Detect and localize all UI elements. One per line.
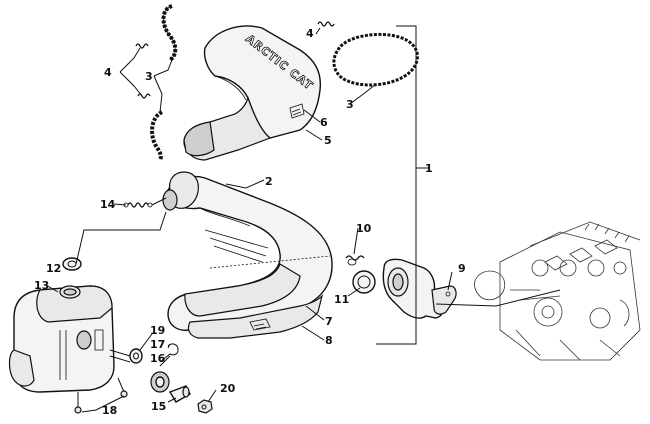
spring-inlet bbox=[123, 197, 167, 208]
callout-labels: 1 2 3 3 3 4 4 5 6 7 8 9 10 11 12 13 14 1… bbox=[34, 27, 466, 417]
band-clamp-right bbox=[332, 32, 419, 87]
spring-top-right bbox=[317, 21, 335, 27]
callout-14: 14 bbox=[100, 198, 116, 211]
cotter-pin bbox=[159, 343, 179, 363]
callout-20: 20 bbox=[220, 382, 236, 395]
chain-lower-left bbox=[150, 110, 164, 161]
washer bbox=[129, 348, 143, 364]
assembly-bracket bbox=[376, 25, 430, 345]
leader-lines bbox=[45, 27, 561, 413]
callout-18: 18 bbox=[102, 404, 117, 417]
callout-11: 11 bbox=[334, 293, 349, 306]
callout-12: 12 bbox=[46, 262, 61, 275]
grommet bbox=[62, 257, 82, 271]
chain-upper-left bbox=[161, 4, 178, 62]
silencer bbox=[8, 285, 131, 414]
callout-8: 8 bbox=[325, 334, 333, 347]
callout-7: 7 bbox=[325, 315, 333, 328]
heat-shield-lower bbox=[187, 294, 324, 339]
expansion-chamber bbox=[162, 171, 333, 331]
callout-17: 17 bbox=[150, 338, 165, 351]
rubber-mount bbox=[150, 371, 170, 393]
callout-13: 13 bbox=[34, 279, 49, 292]
callout-3-left: 3 bbox=[145, 70, 153, 83]
callout-5: 5 bbox=[324, 134, 332, 147]
callout-1: 1 bbox=[425, 162, 433, 175]
exhaust-manifold bbox=[382, 258, 457, 319]
callout-6: 6 bbox=[320, 116, 328, 129]
heat-shield-upper: ARCTIC CAT bbox=[183, 25, 322, 161]
callout-15: 15 bbox=[151, 400, 166, 413]
callout-4-top: 4 bbox=[306, 27, 314, 40]
spring-top-left-lower bbox=[137, 93, 151, 99]
callout-4-left: 4 bbox=[104, 66, 112, 79]
callout-2: 2 bbox=[265, 175, 273, 188]
callout-9: 9 bbox=[458, 262, 466, 275]
nut bbox=[197, 399, 213, 414]
callout-3-right: 3 bbox=[346, 98, 354, 111]
spring-top-left-upper bbox=[135, 43, 149, 49]
callout-16: 16 bbox=[150, 352, 166, 365]
callout-10: 10 bbox=[356, 222, 372, 235]
callout-19: 19 bbox=[150, 324, 165, 337]
spring-manifold bbox=[345, 255, 365, 266]
engine-assembly bbox=[474, 221, 641, 361]
gasket-ring bbox=[352, 270, 376, 294]
